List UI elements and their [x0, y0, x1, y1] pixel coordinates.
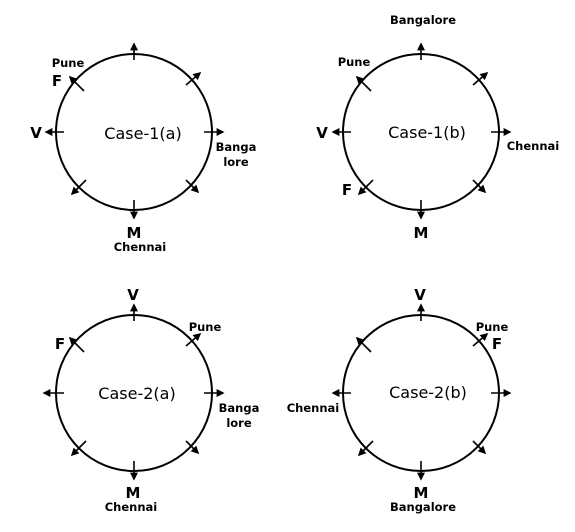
- seat-arrow-se: [472, 440, 487, 455]
- label-bangalore: Bangalore: [390, 13, 456, 27]
- seat-arrow-ne: [185, 71, 202, 86]
- seat-arrows: [42, 303, 225, 481]
- seat-arrow-ne: [185, 332, 202, 347]
- seat-arrows: [44, 42, 225, 220]
- seat-arrow-sw: [70, 440, 87, 457]
- label-chennai: Chennai: [507, 139, 560, 153]
- seat-arrow-sw: [70, 179, 87, 196]
- seat-arrow-ne: [472, 332, 489, 347]
- case-title: Case-2(b): [389, 383, 467, 402]
- panel-case-1b: Case-1(b) Bangalore Pune V Chennai F M: [316, 13, 559, 242]
- panel-case-2a: Case-2(a) V Pune F Banga lore M Chennai: [42, 286, 260, 514]
- label-pune: Pune: [476, 320, 509, 334]
- label-f: F: [342, 181, 352, 199]
- label-bangalore-line1: Banga: [216, 140, 257, 154]
- seat-arrow-nw: [355, 336, 372, 353]
- seat-arrow-se: [185, 179, 200, 194]
- seat-arrow-se: [185, 440, 200, 455]
- label-pune: Pune: [338, 55, 371, 69]
- label-pune: Pune: [189, 320, 222, 334]
- label-pune: Pune: [52, 56, 85, 70]
- label-m: M: [414, 224, 429, 242]
- seat-arrows: [331, 303, 512, 481]
- seat-arrow-sw: [357, 440, 374, 457]
- label-v: V: [30, 124, 42, 142]
- label-m: M: [127, 224, 142, 242]
- seat-arrow-ne: [472, 71, 489, 86]
- label-f: F: [55, 335, 65, 353]
- case-title: Case-1(a): [104, 124, 181, 143]
- seat-arrow-nw: [355, 75, 372, 92]
- label-f: F: [492, 335, 502, 353]
- label-chennai: Chennai: [287, 401, 340, 415]
- label-v: V: [127, 286, 139, 304]
- seat-arrow-sw: [357, 179, 374, 196]
- seat-arrow-nw: [68, 75, 85, 92]
- label-m: M: [126, 484, 141, 502]
- label-bangalore-line2: lore: [223, 155, 249, 169]
- case-title: Case-2(a): [98, 384, 175, 403]
- panel-case-2b: Case-2(b) V Pune F Chennai M Bangalore: [287, 286, 512, 514]
- label-bangalore-line1: Banga: [219, 401, 260, 415]
- seat-arrow-nw: [68, 336, 85, 353]
- label-bangalore: Bangalore: [390, 500, 456, 514]
- label-v: V: [316, 124, 328, 142]
- case-title: Case-1(b): [388, 123, 466, 142]
- label-bangalore-line2: lore: [226, 416, 252, 430]
- label-f: F: [52, 72, 62, 90]
- seat-arrows: [331, 42, 512, 220]
- label-chennai: Chennai: [114, 240, 167, 254]
- label-v: V: [414, 286, 426, 304]
- seat-arrow-se: [472, 179, 487, 194]
- label-chennai: Chennai: [105, 500, 158, 514]
- panel-case-1a: Case-1(a) Pune F V Banga lore M Chennai: [30, 42, 257, 254]
- label-m: M: [414, 484, 429, 502]
